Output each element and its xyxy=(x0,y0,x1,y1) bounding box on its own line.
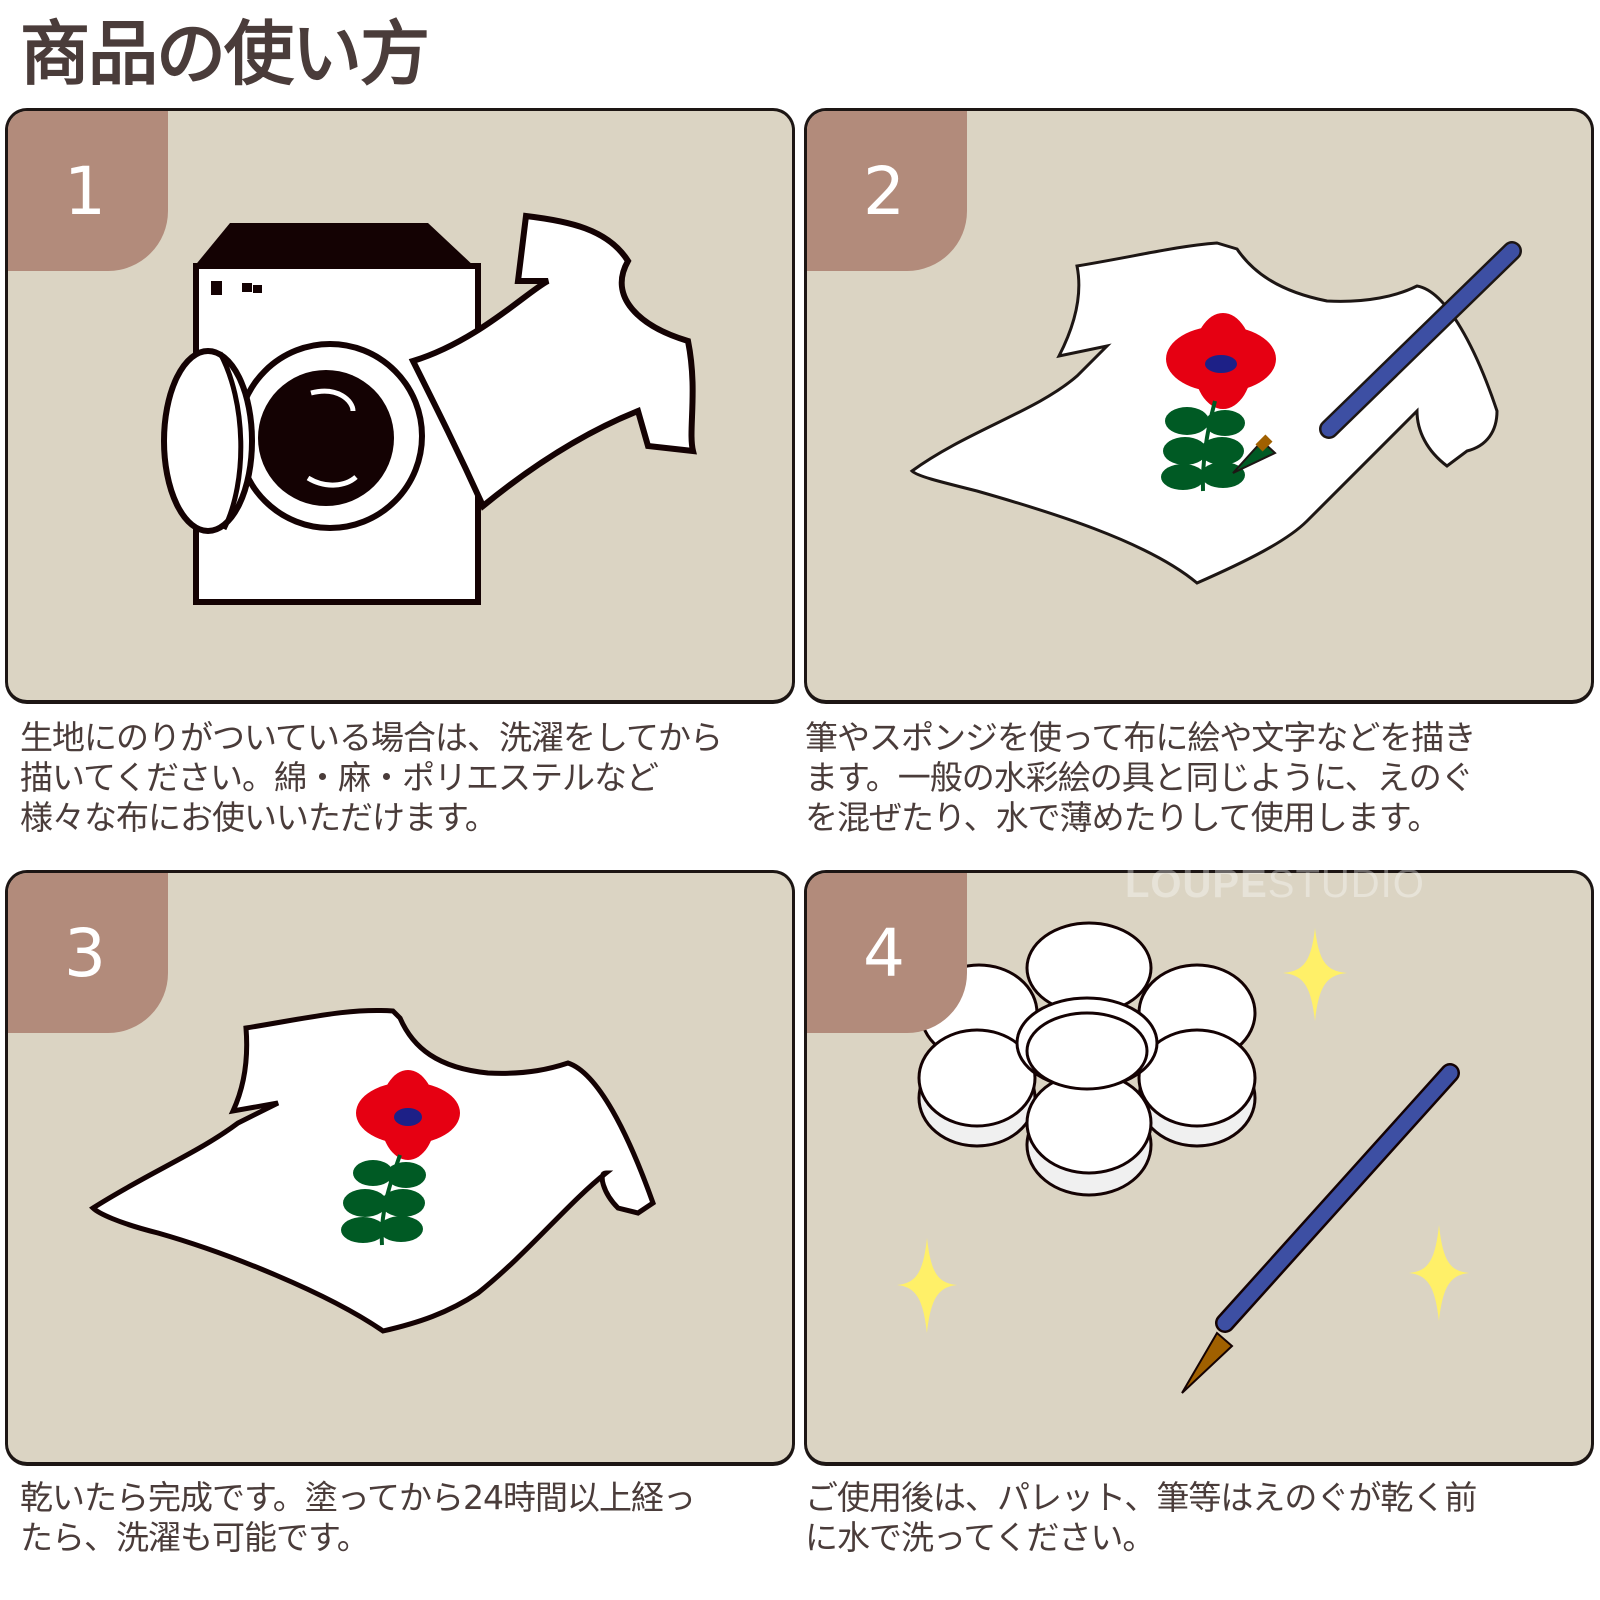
page-title: 商品の使い方 xyxy=(20,13,430,95)
step-number: 4 xyxy=(863,914,905,992)
step-badge xyxy=(807,111,967,271)
description-line: 乾いたら完成です。塗ってから24時間以上経っ xyxy=(20,1478,696,1517)
step-3-panel: 3 xyxy=(5,870,795,1466)
step-badge xyxy=(8,873,168,1033)
description-line: に水で洗ってください。 xyxy=(805,1518,1155,1557)
step-number: 3 xyxy=(64,914,106,992)
step-number: 2 xyxy=(863,152,905,230)
step-badge xyxy=(8,111,168,271)
description-line: を混ぜたり、水で薄めたりして使用します。 xyxy=(805,798,1440,837)
step-3-description: 乾いたら完成です。塗ってから24時間以上経っ たら、洗濯も可能です。 xyxy=(20,1478,696,1558)
sparkle-icon xyxy=(897,928,1469,1333)
washing-machine-icon xyxy=(161,212,697,605)
description-line: 生地にのりがついている場合は、洗濯をしてから xyxy=(20,718,723,757)
paintbrush-icon xyxy=(1232,241,1522,474)
palette-and-brush-icon xyxy=(897,921,1469,1394)
description-line: ます。一般の水彩絵の具と同じように、えのぐ xyxy=(805,758,1474,797)
description-line: たら、洗濯も可能です。 xyxy=(20,1518,370,1557)
painted-shirt-icon xyxy=(89,1007,657,1334)
watermark-light: STUDIO xyxy=(1267,862,1425,906)
step-4-description: ご使用後は、パレット、筆等はえのぐが乾く前 に水で洗ってください。 xyxy=(805,1478,1477,1558)
step-2-panel: 2 xyxy=(804,108,1594,704)
watermark-bold: LOUPE xyxy=(1125,862,1268,906)
flower-icon xyxy=(341,1070,460,1246)
flower-icon xyxy=(1161,313,1276,492)
step-badge xyxy=(807,873,967,1033)
description-line: ご使用後は、パレット、筆等はえのぐが乾く前 xyxy=(805,1478,1477,1517)
step-1-description: 生地にのりがついている場合は、洗濯をしてから 描いてください。綿・麻・ポリエステ… xyxy=(20,718,723,838)
description-line: 様々な布にお使いいただけます。 xyxy=(20,798,498,837)
brush-painting-shirt-icon xyxy=(909,241,1522,585)
step-number: 1 xyxy=(64,152,106,230)
watermark: LOUPESTUDIO xyxy=(1125,862,1425,907)
step-4-panel: 4 xyxy=(804,870,1594,1466)
step-1-panel: 1 xyxy=(5,108,795,704)
step-2-description: 筆やスポンジを使って布に絵や文字などを描き ます。一般の水彩絵の具と同じように、… xyxy=(805,718,1476,838)
description-line: 筆やスポンジを使って布に絵や文字などを描き xyxy=(805,718,1476,757)
paintbrush-icon xyxy=(1181,1063,1460,1394)
description-line: 描いてください。綿・麻・ポリエステルなど xyxy=(20,758,659,797)
